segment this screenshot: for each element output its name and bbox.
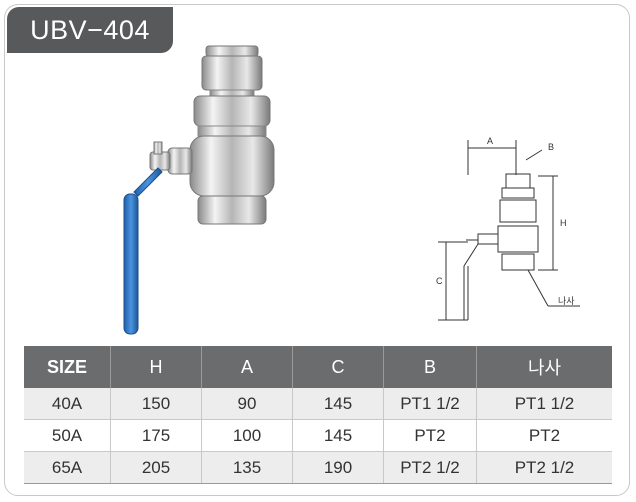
header-a: A — [201, 346, 293, 388]
cell-h: 175 — [110, 419, 202, 452]
spec-table: SIZE H A C B 나사 40A 150 90 145 PT1 1/2 P… — [24, 346, 612, 484]
cell-a: 90 — [201, 388, 293, 420]
table-row: 65A 205 135 190 PT2 1/2 PT2 1/2 — [24, 451, 612, 484]
dim-c-label: C — [436, 276, 443, 286]
cell-size: 65A — [24, 451, 111, 484]
valve-photo — [123, 45, 275, 335]
cell-thread: PT2 1/2 — [476, 451, 612, 484]
product-title: UBV−404 — [7, 7, 173, 53]
thread-label: 나사 — [558, 296, 575, 306]
cell-b: PT2 — [383, 419, 477, 452]
dim-b-label: B — [548, 142, 554, 152]
cell-a: 100 — [201, 419, 293, 452]
cell-size: 40A — [24, 388, 111, 420]
header-c: C — [292, 346, 384, 388]
header-thread: 나사 — [476, 346, 612, 388]
cell-b: PT2 1/2 — [383, 451, 477, 484]
cell-b: PT1 1/2 — [383, 388, 477, 420]
header-h: H — [110, 346, 202, 388]
dim-a-label: A — [487, 136, 493, 146]
cell-thread: PT1 1/2 — [476, 388, 612, 420]
cell-size: 50A — [24, 419, 111, 452]
cell-c: 145 — [292, 388, 384, 420]
cell-c: 190 — [292, 451, 384, 484]
table-row: 50A 175 100 145 PT2 PT2 — [24, 419, 612, 452]
header-b: B — [383, 346, 477, 388]
table-row: 40A 150 90 145 PT1 1/2 PT1 1/2 — [24, 388, 612, 420]
cell-thread: PT2 — [476, 419, 612, 452]
cell-a: 135 — [201, 451, 293, 484]
cell-c: 145 — [292, 419, 384, 452]
dimension-drawing: A B H C 나사 — [436, 136, 580, 321]
dim-h-label: H — [560, 218, 567, 228]
cell-h: 150 — [110, 388, 202, 420]
header-size: SIZE — [24, 346, 111, 388]
cell-h: 205 — [110, 451, 202, 484]
spec-header-row: SIZE H A C B 나사 — [24, 346, 612, 388]
